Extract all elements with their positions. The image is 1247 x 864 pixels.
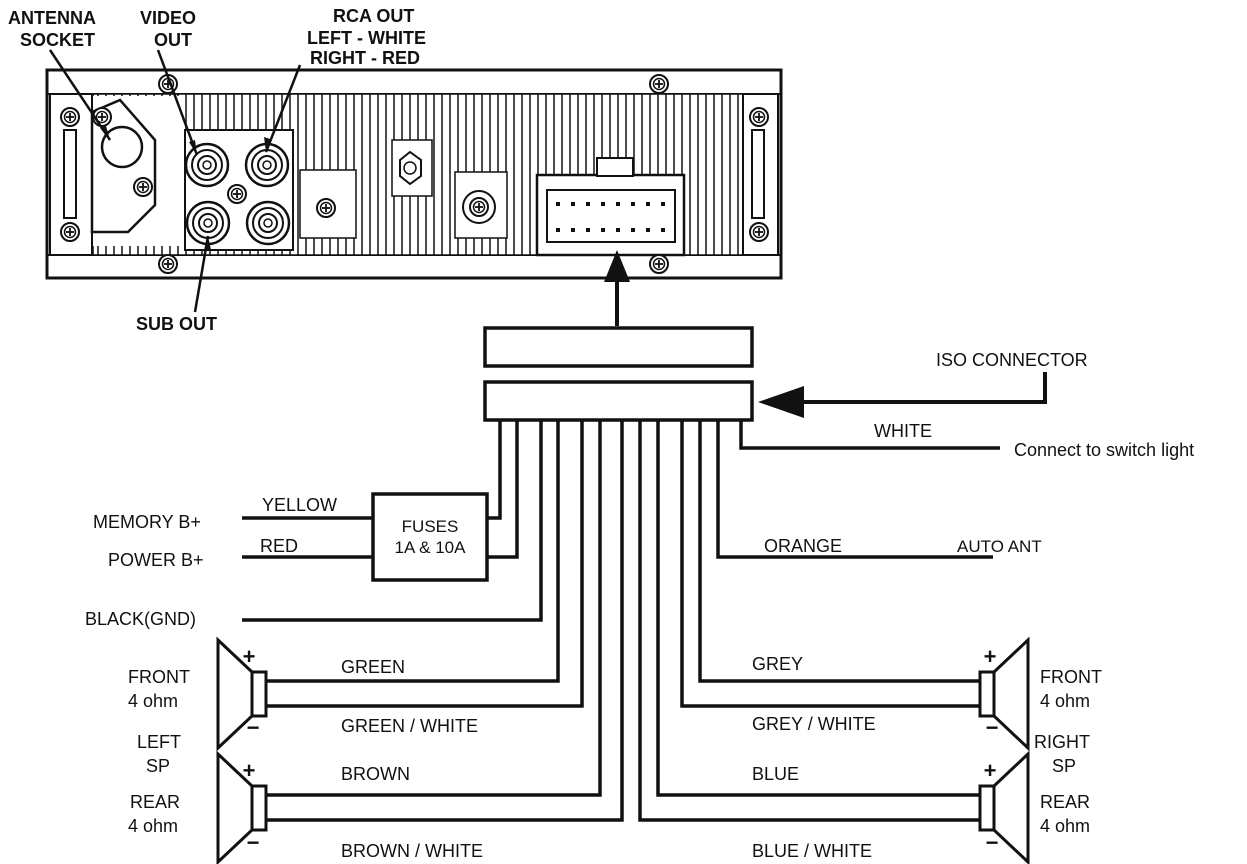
video-out-label-line2: OUT bbox=[154, 30, 192, 50]
left-sp-label-line1: LEFT bbox=[137, 732, 181, 752]
antenna-socket bbox=[100, 125, 144, 169]
grey-white-wire-label: GREY / WHITE bbox=[752, 714, 876, 734]
fuses-label-line2: 1A & 10A bbox=[395, 538, 467, 557]
rear-left-label-line2: 4 ohm bbox=[128, 816, 178, 836]
front-left-label-line2: 4 ohm bbox=[128, 691, 178, 711]
iso-connector-label: ISO CONNECTOR bbox=[936, 350, 1088, 370]
fr-plus: + bbox=[984, 644, 997, 669]
rr-plus: + bbox=[984, 758, 997, 783]
rear-left-label-line1: REAR bbox=[130, 792, 180, 812]
rl-minus: − bbox=[247, 830, 260, 855]
right-sp-label-line2: SP bbox=[1052, 756, 1076, 776]
left-sp-label-line2: SP bbox=[146, 756, 170, 776]
iso-socket-pins bbox=[556, 202, 665, 232]
green-white-wire-label: GREEN / WHITE bbox=[341, 716, 478, 736]
rl-plus: + bbox=[243, 758, 256, 783]
white-wire-label: WHITE bbox=[874, 421, 932, 441]
fuses-label-line1: FUSES bbox=[402, 517, 459, 536]
wire-harness bbox=[242, 420, 1000, 822]
blue-white-wire-label: BLUE / WHITE bbox=[752, 841, 872, 861]
iso-plug-lower bbox=[483, 380, 754, 422]
green-wire-label: GREEN bbox=[341, 657, 405, 677]
video-out-label-line1: VIDEO bbox=[140, 8, 196, 28]
fr-minus: − bbox=[986, 715, 999, 740]
right-sp-label-line1: RIGHT bbox=[1034, 732, 1090, 752]
grey-wire-label: GREY bbox=[752, 654, 803, 674]
auto-ant-label: AUTO ANT bbox=[957, 537, 1042, 556]
memory-b-label: MEMORY B+ bbox=[93, 512, 201, 532]
head-unit bbox=[45, 68, 783, 280]
ground-label: BLACK(GND) bbox=[85, 609, 196, 629]
rca-left-jack bbox=[245, 200, 291, 246]
antenna-label-line1: ANTENNA bbox=[8, 8, 96, 28]
rr-minus: − bbox=[986, 830, 999, 855]
iso-arrow bbox=[758, 386, 804, 418]
fl-plus: + bbox=[243, 644, 256, 669]
rear-right-label-line2: 4 ohm bbox=[1040, 816, 1090, 836]
sub-out-label: SUB OUT bbox=[136, 314, 217, 334]
antenna-label-line2: SOCKET bbox=[20, 30, 95, 50]
brown-wire-label: BROWN bbox=[341, 764, 410, 784]
video-out-jack bbox=[184, 142, 230, 188]
front-left-label-line1: FRONT bbox=[128, 667, 190, 687]
power-b-label: POWER B+ bbox=[108, 550, 204, 570]
blue-wire-label: BLUE bbox=[752, 764, 799, 784]
brown-white-wire-label: BROWN / WHITE bbox=[341, 841, 483, 861]
rca-out-label-line1: RCA OUT bbox=[333, 6, 414, 26]
yellow-wire-label: YELLOW bbox=[262, 495, 337, 515]
red-wire-label: RED bbox=[260, 536, 298, 556]
fl-minus: − bbox=[247, 715, 260, 740]
fuse-box bbox=[371, 492, 489, 582]
rca-out-label-line2: LEFT - WHITE bbox=[307, 28, 426, 48]
iso-plug-upper bbox=[483, 326, 754, 368]
rca-out-label-line3: RIGHT - RED bbox=[310, 48, 420, 68]
switch-light-label: Connect to switch light bbox=[1014, 440, 1194, 460]
front-right-label-line1: FRONT bbox=[1040, 667, 1102, 687]
rear-right-label-line1: REAR bbox=[1040, 792, 1090, 812]
front-right-label-line2: 4 ohm bbox=[1040, 691, 1090, 711]
orange-wire-label: ORANGE bbox=[764, 536, 842, 556]
